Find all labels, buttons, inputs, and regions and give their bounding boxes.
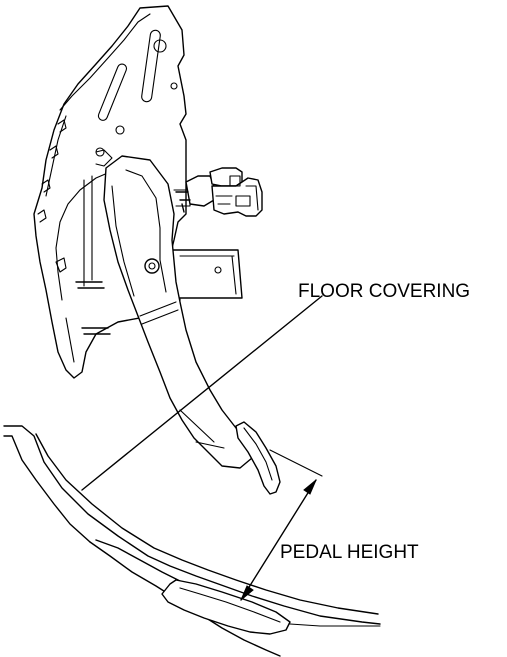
cross-brace [171, 249, 243, 299]
floor-covering-label: FLOOR COVERING [298, 281, 470, 302]
pedal-pad [235, 421, 281, 495]
floor-covering-leader [81, 295, 323, 491]
floor-covering [3, 425, 381, 657]
pedal-height-arrowhead-bottom [240, 585, 254, 601]
pedal-height-arrowhead-top [303, 479, 317, 495]
brake-switch-connector [175, 167, 263, 217]
pedal-height-dimension [240, 449, 323, 601]
pedal-height-label: PEDAL HEIGHT [280, 542, 419, 563]
